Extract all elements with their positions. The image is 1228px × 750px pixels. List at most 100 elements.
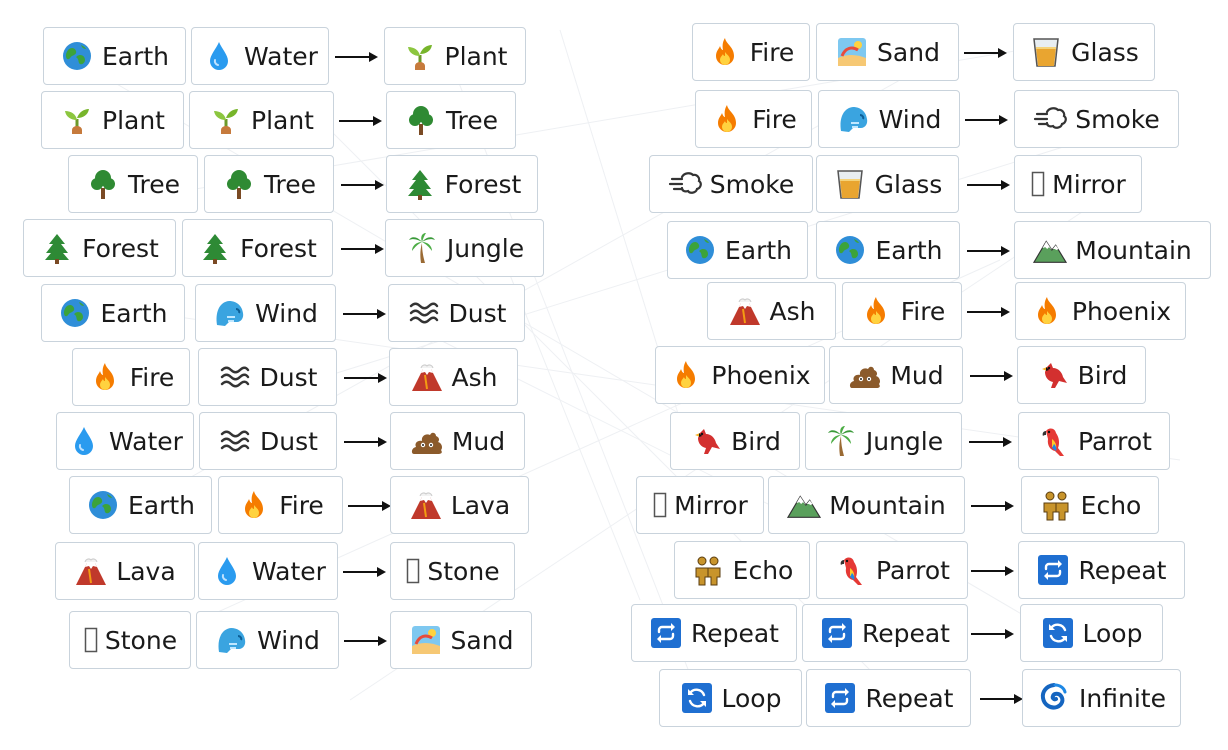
ingredient-lava-chip[interactable]: Lava bbox=[55, 542, 195, 600]
element-label: Repeat bbox=[690, 618, 779, 648]
ingredient-repeat-chip[interactable]: Repeat bbox=[802, 604, 968, 662]
ingredient-wind-chip[interactable]: Wind bbox=[195, 284, 336, 342]
volcano-icon bbox=[74, 554, 108, 588]
ingredient-fire-chip[interactable]: Fire bbox=[692, 23, 810, 81]
element-label: Earth bbox=[875, 235, 943, 265]
earth-globe-icon bbox=[833, 233, 867, 267]
ingredient-phoenix-chip[interactable]: Phoenix bbox=[655, 346, 825, 404]
ingredient-fire-chip[interactable]: Fire bbox=[695, 90, 812, 148]
ingredient-wind-chip[interactable]: Wind bbox=[196, 611, 339, 669]
water-droplet-icon bbox=[67, 424, 101, 458]
loop-arrows-icon bbox=[680, 681, 714, 715]
ingredient-stone-chip[interactable]: Stone bbox=[69, 611, 191, 669]
ingredient-earth-chip[interactable]: Earth bbox=[43, 27, 186, 85]
ingredient-dust-chip[interactable]: Dust bbox=[199, 412, 337, 470]
result-phoenix-chip[interactable]: Phoenix bbox=[1015, 282, 1186, 340]
element-label: Smoke bbox=[709, 169, 795, 199]
result-sand-chip[interactable]: Sand bbox=[390, 611, 532, 669]
result-glass-chip[interactable]: Glass bbox=[1013, 23, 1155, 81]
evergreen-tree-icon bbox=[198, 231, 232, 265]
repeat-arrows-icon bbox=[1036, 553, 1070, 587]
result-jungle-chip[interactable]: Jungle bbox=[385, 219, 544, 277]
element-label: Loop bbox=[721, 683, 782, 713]
result-parrot-chip[interactable]: Parrot bbox=[1018, 412, 1170, 470]
result-echo-chip[interactable]: Echo bbox=[1021, 476, 1159, 534]
smoke-puff-icon bbox=[1033, 102, 1068, 136]
ingredient-tree-chip[interactable]: Tree bbox=[204, 155, 334, 213]
wavy-lines-icon bbox=[218, 424, 252, 458]
ingredient-smoke-chip[interactable]: Smoke bbox=[649, 155, 813, 213]
result-mud-chip[interactable]: Mud bbox=[390, 412, 525, 470]
result-lava-chip[interactable]: Lava bbox=[390, 476, 529, 534]
ingredient-repeat-chip[interactable]: Repeat bbox=[806, 669, 971, 727]
repeat-arrows-icon bbox=[823, 681, 857, 715]
element-label: Sand bbox=[450, 625, 514, 655]
ingredient-wind-chip[interactable]: Wind bbox=[818, 90, 960, 148]
ingredient-mountain-chip[interactable]: Mountain bbox=[768, 476, 965, 534]
deciduous-tree-icon bbox=[404, 103, 438, 137]
combine-arrow-icon bbox=[966, 177, 1012, 191]
wind-face-icon bbox=[837, 102, 871, 136]
element-label: Mud bbox=[890, 360, 944, 390]
ingredient-fire-chip[interactable]: Fire bbox=[72, 348, 190, 406]
earth-globe-icon bbox=[683, 233, 717, 267]
result-mountain-chip[interactable]: Mountain bbox=[1014, 221, 1211, 279]
element-label: Tree bbox=[445, 105, 499, 135]
ingredient-sand-chip[interactable]: Sand bbox=[816, 23, 959, 81]
element-label: Sand bbox=[877, 37, 940, 67]
result-ash-chip[interactable]: Ash bbox=[389, 348, 518, 406]
combine-arrow-icon bbox=[970, 498, 1016, 512]
element-label: Plant bbox=[251, 105, 314, 135]
ingredient-bird-chip[interactable]: Bird bbox=[670, 412, 800, 470]
result-repeat-chip[interactable]: Repeat bbox=[1018, 541, 1185, 599]
ingredient-water-chip[interactable]: Water bbox=[191, 27, 329, 85]
element-label: Echo bbox=[732, 555, 794, 585]
element-label: Infinite bbox=[1079, 683, 1166, 713]
result-plant-chip[interactable]: Plant bbox=[384, 27, 526, 85]
element-label: Wind bbox=[257, 625, 320, 655]
ingredient-water-chip[interactable]: Water bbox=[56, 412, 194, 470]
ingredient-loop-chip[interactable]: Loop bbox=[659, 669, 802, 727]
ingredient-fire-chip[interactable]: Fire bbox=[218, 476, 343, 534]
ingredient-mirror-chip[interactable]: Mirror bbox=[636, 476, 764, 534]
ingredient-glass-chip[interactable]: Glass bbox=[816, 155, 959, 213]
ingredient-echo-chip[interactable]: Echo bbox=[674, 541, 810, 599]
ingredient-earth-chip[interactable]: Earth bbox=[667, 221, 808, 279]
earth-globe-icon bbox=[86, 488, 120, 522]
ingredient-tree-chip[interactable]: Tree bbox=[68, 155, 198, 213]
combine-arrow-icon bbox=[338, 113, 384, 127]
result-mirror-chip[interactable]: Mirror bbox=[1014, 155, 1142, 213]
ingredient-mud-chip[interactable]: Mud bbox=[829, 346, 963, 404]
ingredient-water-chip[interactable]: Water bbox=[198, 542, 338, 600]
combine-arrow-icon bbox=[966, 304, 1012, 318]
result-dust-chip[interactable]: Dust bbox=[388, 284, 525, 342]
ingredient-forest-chip[interactable]: Forest bbox=[23, 219, 176, 277]
ingredient-earth-chip[interactable]: Earth bbox=[69, 476, 212, 534]
combine-arrow-icon bbox=[334, 49, 380, 63]
element-label: Tree bbox=[127, 169, 181, 199]
result-forest-chip[interactable]: Forest bbox=[386, 155, 538, 213]
ingredient-plant-chip[interactable]: Plant bbox=[41, 91, 184, 149]
ingredient-dust-chip[interactable]: Dust bbox=[198, 348, 337, 406]
result-loop-chip[interactable]: Loop bbox=[1020, 604, 1163, 662]
ingredient-fire-chip[interactable]: Fire bbox=[842, 282, 962, 340]
result-bird-chip[interactable]: Bird bbox=[1017, 346, 1146, 404]
combine-arrow-icon bbox=[343, 370, 389, 384]
ingredient-plant-chip[interactable]: Plant bbox=[189, 91, 334, 149]
result-tree-chip[interactable]: Tree bbox=[386, 91, 516, 149]
combine-arrow-icon bbox=[966, 243, 1012, 257]
result-infinite-chip[interactable]: Infinite bbox=[1022, 669, 1181, 727]
element-label: Fire bbox=[900, 296, 946, 326]
result-stone-chip[interactable]: Stone bbox=[390, 542, 515, 600]
ingredient-repeat-chip[interactable]: Repeat bbox=[631, 604, 797, 662]
ingredient-ash-chip[interactable]: Ash bbox=[707, 282, 836, 340]
result-smoke-chip[interactable]: Smoke bbox=[1014, 90, 1179, 148]
ingredient-earth-chip[interactable]: Earth bbox=[41, 284, 185, 342]
glass-tumbler-icon bbox=[1029, 35, 1063, 69]
ingredient-parrot-chip[interactable]: Parrot bbox=[816, 541, 968, 599]
ingredient-forest-chip[interactable]: Forest bbox=[182, 219, 333, 277]
ingredient-earth-chip[interactable]: Earth bbox=[816, 221, 960, 279]
combine-arrow-icon bbox=[343, 633, 389, 647]
ingredient-jungle-chip[interactable]: Jungle bbox=[805, 412, 962, 470]
element-label: Water bbox=[109, 426, 183, 456]
